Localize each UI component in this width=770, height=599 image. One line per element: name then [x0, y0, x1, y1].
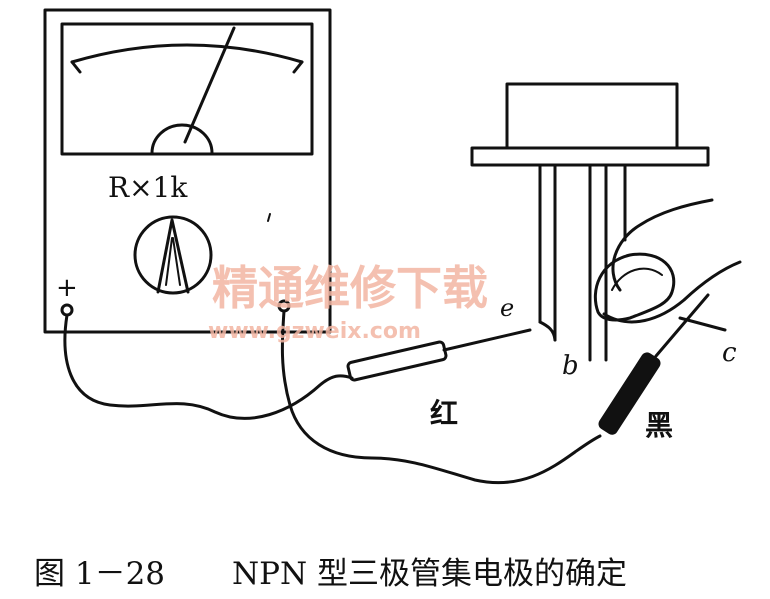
black-wire [280, 309, 602, 485]
watermark-title: 精通维修下载 [212, 261, 488, 315]
red-probe-tip [442, 328, 532, 352]
range-label: R×1k [108, 171, 188, 204]
watermark-url: www.gzweix.com [208, 319, 421, 344]
fingers [538, 198, 742, 342]
red-probe-label: 红 [430, 397, 458, 430]
red-wire [63, 313, 354, 420]
figure-caption: NPN 型三极管集电极的确定 [232, 556, 627, 592]
red-probe-handle [346, 340, 448, 382]
transistor: e b c [470, 82, 737, 381]
multimeter: R×1k + [43, 8, 332, 334]
multimeter-body [43, 8, 332, 334]
black-probe: 黑 [598, 293, 710, 442]
red-probe: 红 [346, 328, 532, 430]
terminal-e-label: e [500, 294, 514, 322]
transistor-case [505, 82, 679, 150]
range-selector-knob [133, 215, 213, 295]
terminal-b-label: b [562, 351, 579, 381]
transistor-flange [470, 146, 710, 167]
black-probe-label: 黑 [645, 409, 673, 442]
terminal-c-label: c [722, 338, 737, 368]
black-probe-handle [598, 352, 661, 435]
needle-pivot [150, 123, 214, 155]
meter-scale-arc [70, 43, 304, 64]
meter-needle [183, 26, 236, 144]
figure-number: 图 1－28 [34, 556, 165, 592]
meter-dial-window [60, 22, 314, 156]
plus-label: + [56, 273, 78, 303]
black-probe-tip [654, 293, 710, 358]
